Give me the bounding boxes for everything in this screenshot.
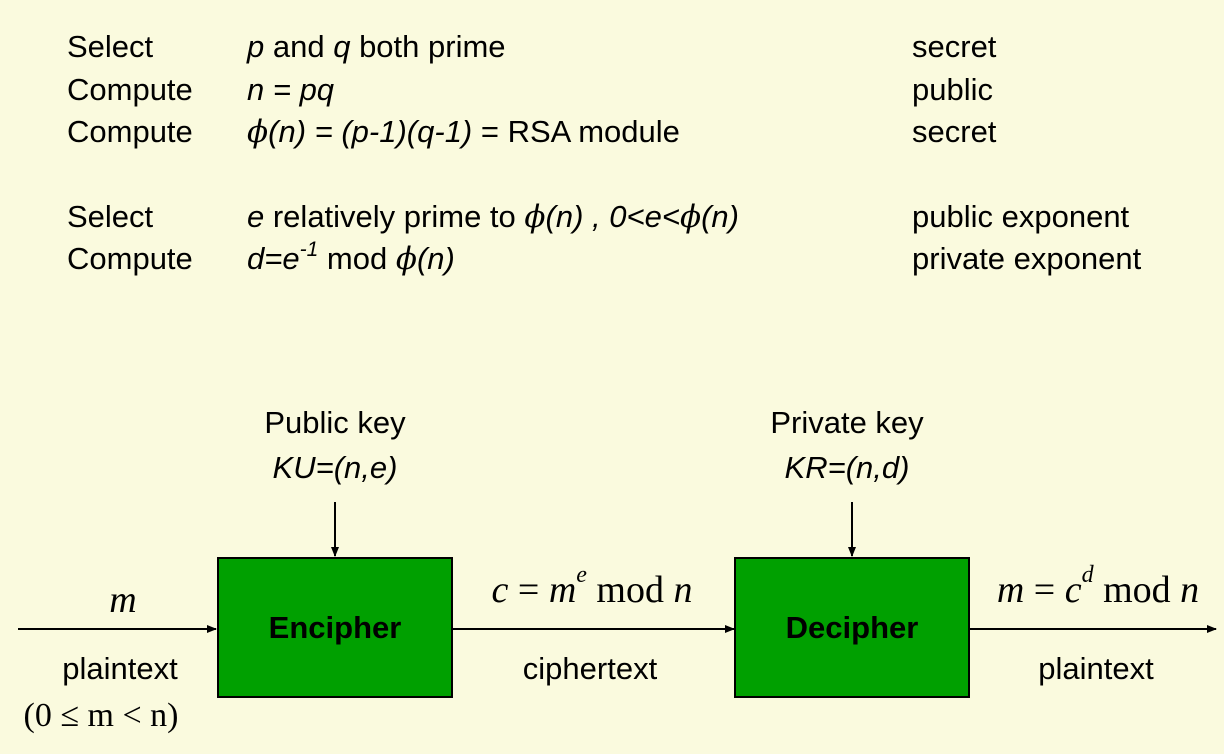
encipher-box: Encipher [217, 557, 453, 698]
input-label: plaintext [62, 651, 178, 686]
public-key-value: KU=(n,e) [272, 450, 398, 485]
input-symbol: m [109, 579, 137, 621]
plain-formula: m = cd mod n [996, 562, 1200, 611]
step-4-note: public exponent [912, 199, 1130, 234]
step-1-expression: p and q both prime [247, 29, 506, 64]
public-key-title: Public key [264, 405, 406, 440]
step-5-note: private exponent [912, 241, 1142, 276]
output-label: plaintext [1038, 651, 1154, 686]
private-key-value: KR=(n,d) [784, 450, 910, 485]
step-2-action: Compute [67, 72, 193, 107]
private-key-title: Private key [770, 405, 924, 440]
cipher-label: ciphertext [522, 651, 658, 686]
step-4-expression: e relatively prime to ϕ(n) , 0<e<ϕ(n) [247, 199, 739, 235]
step-3-expression: ϕ(n) = (p-1)(q-1) = RSA module [247, 114, 680, 150]
step-2-note: public [912, 72, 993, 107]
step-5-action: Compute [67, 241, 193, 276]
cipher-formula: c = me mod n [491, 562, 693, 611]
step-3-note: secret [912, 114, 997, 149]
step-1-note: secret [912, 29, 997, 64]
step-3-action: Compute [67, 114, 193, 149]
input-range: (0 ≤ m < n) [23, 697, 179, 734]
step-4-action: Select [67, 199, 154, 234]
step-1-action: Select [67, 29, 154, 64]
step-5-expression: d=e-1 mod ϕ(n) [247, 237, 455, 277]
step-2-expression: n = pq [247, 72, 335, 107]
decipher-box: Decipher [734, 557, 970, 698]
